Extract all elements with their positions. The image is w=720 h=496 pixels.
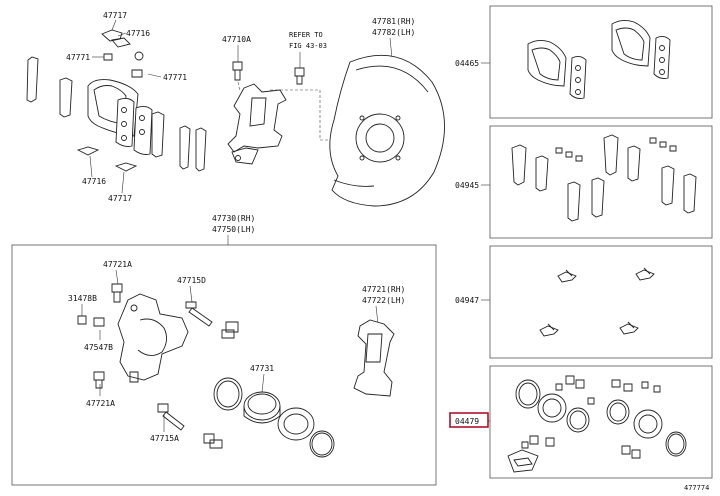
label-47716-bot[interactable]: 47716 [82, 177, 106, 186]
kit-04945-frame[interactable] [489, 125, 713, 239]
label-47750[interactable]: 47750(LH) [212, 225, 255, 234]
kit-04465-group: 04465 [455, 5, 713, 119]
label-47781[interactable]: 47781(RH) [372, 17, 415, 26]
label-47722[interactable]: 47722(LH) [362, 296, 405, 305]
label-47782[interactable]: 47782(LH) [372, 28, 415, 37]
label-kit-04947[interactable]: 04947 [455, 296, 479, 305]
kit-04465-frame[interactable] [489, 5, 713, 119]
label-47717-top[interactable]: 47717 [103, 11, 127, 20]
label-47771-a[interactable]: 47771 [66, 53, 90, 62]
label-47721A-bot[interactable]: 47721A [86, 399, 115, 408]
kit-04479-group: 04479 [449, 365, 713, 479]
label-kit-04945[interactable]: 04945 [455, 181, 479, 190]
mounting-bracket-group: 47710A REFER TO FIG 43-03 [222, 31, 360, 165]
label-47771-b[interactable]: 47771 [163, 73, 187, 82]
label-47716-top[interactable]: 47716 [126, 29, 150, 38]
label-31478B[interactable]: 31478B [68, 294, 97, 303]
kit-04947-group: 04947 [455, 245, 713, 359]
pad-group-top-left: 47717 47716 47771 47771 47716 [26, 11, 207, 203]
kit-04945-group: 04945 [455, 125, 713, 239]
label-47731[interactable]: 47731 [250, 364, 274, 373]
label-47717-bot[interactable]: 47717 [108, 194, 132, 203]
figure-id: 477774 [684, 484, 709, 492]
caliper-assembly-group: 47730(RH) 47750(LH) 47721A 47715D 31478B… [11, 214, 437, 486]
label-47721A-top[interactable]: 47721A [103, 260, 132, 269]
kit-04479-frame[interactable] [489, 365, 713, 479]
kit-04947-frame[interactable] [489, 245, 713, 359]
label-47715A[interactable]: 47715A [150, 434, 179, 443]
dust-shield-group: 47781(RH) 47782(LH) [329, 17, 445, 207]
kit-04479-highlight[interactable] [449, 412, 489, 428]
label-kit-04465[interactable]: 04465 [455, 59, 479, 68]
label-kit-04479[interactable]: 04479 [455, 417, 479, 426]
caliper-assembly-frame [11, 244, 437, 486]
label-47710A[interactable]: 47710A [222, 35, 251, 44]
label-47730[interactable]: 47730(RH) [212, 214, 255, 223]
label-refer-line2[interactable]: FIG 43-03 [289, 42, 327, 50]
label-47715D[interactable]: 47715D [177, 276, 206, 285]
label-47721[interactable]: 47721(RH) [362, 285, 405, 294]
label-47547B[interactable]: 47547B [84, 343, 113, 352]
label-refer-line1[interactable]: REFER TO [289, 31, 323, 39]
